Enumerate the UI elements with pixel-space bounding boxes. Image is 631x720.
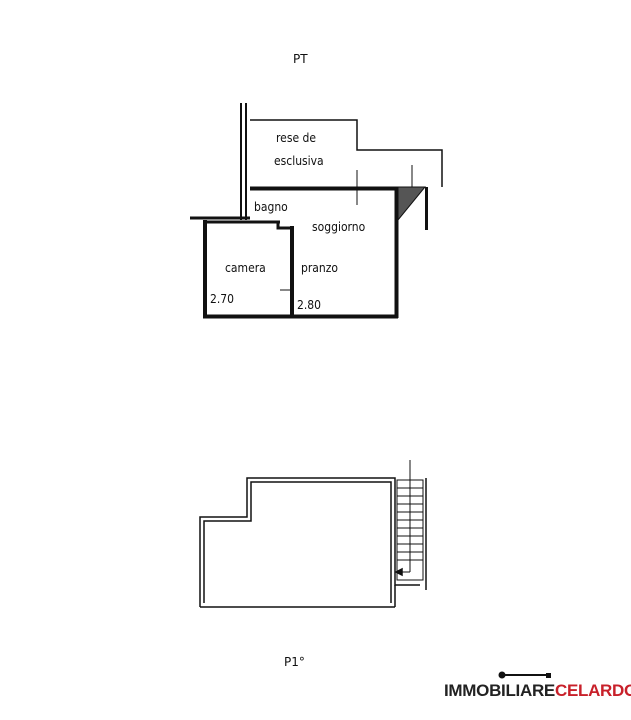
height-label-pranzo: 2.80	[297, 298, 321, 312]
first-floor-plan	[199, 460, 427, 608]
room-label-camera: camera	[225, 261, 266, 275]
logo-text-celardo: CELARDO	[554, 681, 631, 700]
logo-text-immobiliare: IMMOBILIARE	[444, 681, 555, 700]
ground-floor-plan	[190, 103, 443, 319]
key-logo-icon	[498, 671, 551, 679]
room-label-rese: rese de	[276, 131, 316, 145]
room-label-pranzo: pranzo	[301, 261, 338, 275]
agency-logo: IMMOBILIARECELARDO®	[444, 681, 631, 701]
room-label-soggiorno: soggiorno	[312, 220, 366, 234]
height-label-camera: 2.70	[210, 292, 234, 306]
room-label-bagno: bagno	[254, 200, 288, 214]
floor-label-first: P1°	[284, 655, 305, 669]
floor-label-ground: PT	[293, 52, 308, 66]
room-label-esclusiva: esclusiva	[274, 154, 324, 168]
